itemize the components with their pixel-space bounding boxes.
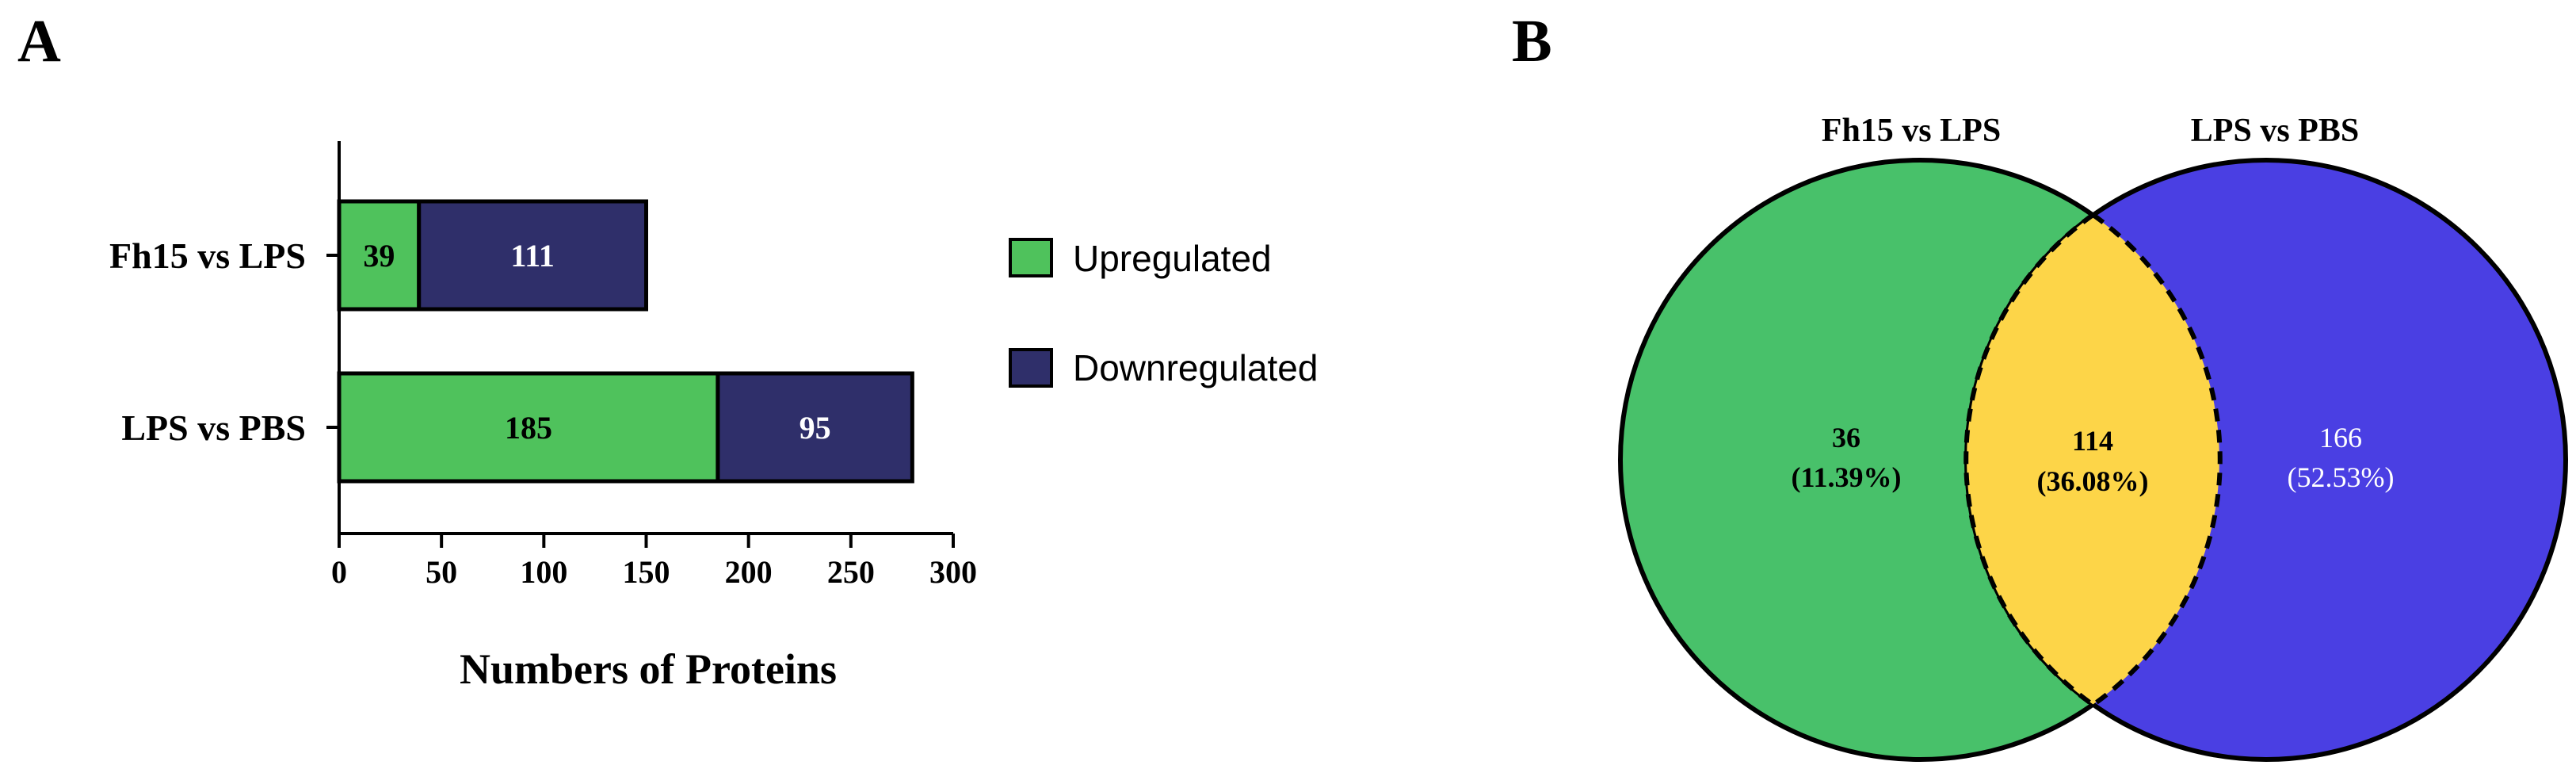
venn-overlap-dashed-left <box>1963 212 2095 707</box>
x-tick-label: 50 <box>426 554 457 590</box>
x-tick-label: 100 <box>520 554 567 590</box>
x-tick-label: 250 <box>827 554 875 590</box>
bar-value-label: 39 <box>363 238 395 274</box>
bar-value-label: 111 <box>510 238 555 274</box>
venn-percent-left: (11.39%) <box>1792 461 1902 493</box>
venn-count-left: 36 <box>1832 422 1860 453</box>
x-tick-label: 0 <box>331 554 347 590</box>
venn-diagram: Fh15 vs LPS LPS vs PBS 36 (11.39%) 114 (… <box>1618 113 2568 762</box>
legend-swatch-upregulated <box>1009 238 1053 277</box>
x-tick-label: 300 <box>929 554 977 590</box>
category-ticks: Fh15 vs LPS LPS vs PBS <box>109 235 339 448</box>
legend: Upregulated Downregulated <box>1009 238 1318 388</box>
bar-value-label: 95 <box>800 410 831 446</box>
legend-label-upregulated: Upregulated <box>1073 238 1272 279</box>
venn-percent-right: (52.53%) <box>2288 461 2395 493</box>
bar-value-label: 185 <box>505 410 552 446</box>
x-tick-label: 200 <box>725 554 773 590</box>
bar-chart: 39 111 185 95 Fh15 vs LPS LPS vs PBS 0 50 100 1… <box>109 141 977 693</box>
venn-count-right: 166 <box>2319 422 2362 453</box>
category-label: Fh15 vs LPS <box>109 235 306 276</box>
category-label: LPS vs PBS <box>121 407 306 448</box>
venn-overlap-dashed-right <box>2091 212 2223 707</box>
x-tick-label: 150 <box>623 554 670 590</box>
venn-set-title-fh15-vs-lps: Fh15 vs LPS <box>1822 113 2001 149</box>
bar-segment <box>716 371 914 484</box>
bar-segment <box>417 199 648 312</box>
x-ticks: 0 50 100 150 200 250 300 <box>331 534 977 590</box>
bar-segment <box>337 371 720 484</box>
legend-label-downregulated: Downregulated <box>1073 347 1318 388</box>
x-axis-title: Numbers of Proteins <box>460 645 837 693</box>
bars: 39 111 185 95 <box>337 199 914 484</box>
venn-count-overlap: 114 <box>2072 425 2113 457</box>
venn-percent-overlap: (36.08%) <box>2037 465 2149 497</box>
panel-letter-a: A <box>17 8 61 75</box>
venn-overlap <box>1967 160 2219 759</box>
venn-set-title-lps-vs-pbs: LPS vs PBS <box>2191 113 2359 149</box>
legend-swatch-downregulated <box>1009 348 1053 388</box>
panel-letter-b: B <box>1512 8 1552 75</box>
